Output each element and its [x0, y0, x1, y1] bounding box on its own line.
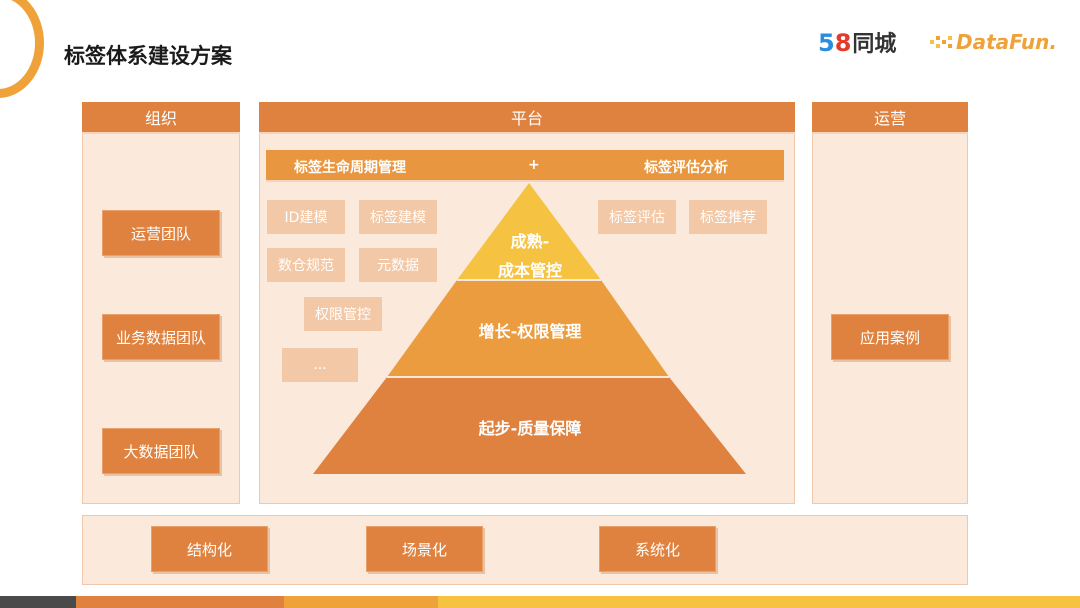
pyramid-tier-middle [387, 280, 669, 377]
footer-strip-dark [0, 596, 76, 608]
tag-id-modeling[interactable]: ID建模 [267, 200, 345, 234]
principle-structured[interactable]: 结构化 [151, 526, 268, 572]
tag-ellipsis[interactable]: ... [282, 348, 358, 382]
decorative-ring [0, 0, 44, 98]
org-header: 组织 [82, 102, 240, 134]
plus-sign: + [528, 157, 540, 173]
tag-permission-control[interactable]: 权限管控 [304, 297, 382, 331]
ops-item-use-cases[interactable]: 应用案例 [831, 314, 949, 360]
datafun-dots-icon [930, 36, 952, 48]
lifecycle-bar: 标签生命周期管理 + 标签评估分析 [266, 150, 784, 182]
tag-metadata[interactable]: 元数据 [359, 248, 437, 282]
logo-datafun: DataFun. [930, 30, 1057, 54]
logo-58-text: 同城 [852, 32, 897, 57]
lifecycle-label: 标签生命周期管理 [294, 160, 406, 176]
page-title: 标签体系建设方案 [64, 44, 232, 68]
org-item-biz-data-team[interactable]: 业务数据团队 [102, 314, 220, 360]
pyramid-bottom-label: 起步-质量保障 [478, 419, 582, 438]
principle-scenario[interactable]: 场景化 [366, 526, 483, 572]
evaluation-label: 标签评估分析 [644, 160, 728, 176]
footer-strip-amber [284, 596, 438, 608]
tag-label-recommend[interactable]: 标签推荐 [689, 200, 767, 234]
org-item-ops-team[interactable]: 运营团队 [102, 210, 220, 256]
logo-datafun-text: DataFun. [956, 30, 1057, 54]
footer-strip-yellow [438, 596, 1080, 608]
tag-label-evaluation[interactable]: 标签评估 [598, 200, 676, 234]
ops-panel [812, 102, 968, 504]
logo-58-digit-8: 8 [834, 29, 852, 57]
pyramid-tier-top [457, 183, 601, 280]
org-item-bigdata-team[interactable]: 大数据团队 [102, 428, 220, 474]
pyramid-top-label-line2: 成本管控 [497, 261, 562, 280]
ops-header: 运营 [812, 102, 968, 134]
footer-strip-orange [76, 596, 284, 608]
pyramid-tier-bottom [313, 377, 746, 474]
tag-label-modeling[interactable]: 标签建模 [359, 200, 437, 234]
principle-systematic[interactable]: 系统化 [599, 526, 716, 572]
maturity-pyramid [313, 183, 746, 474]
platform-header: 平台 [259, 102, 795, 134]
logo-58-digit-5: 5 [818, 29, 835, 57]
tag-warehouse-spec[interactable]: 数仓规范 [267, 248, 345, 282]
pyramid-middle-label: 增长-权限管理 [478, 322, 582, 341]
pyramid-top-label-line1: 成熟- [510, 232, 550, 251]
